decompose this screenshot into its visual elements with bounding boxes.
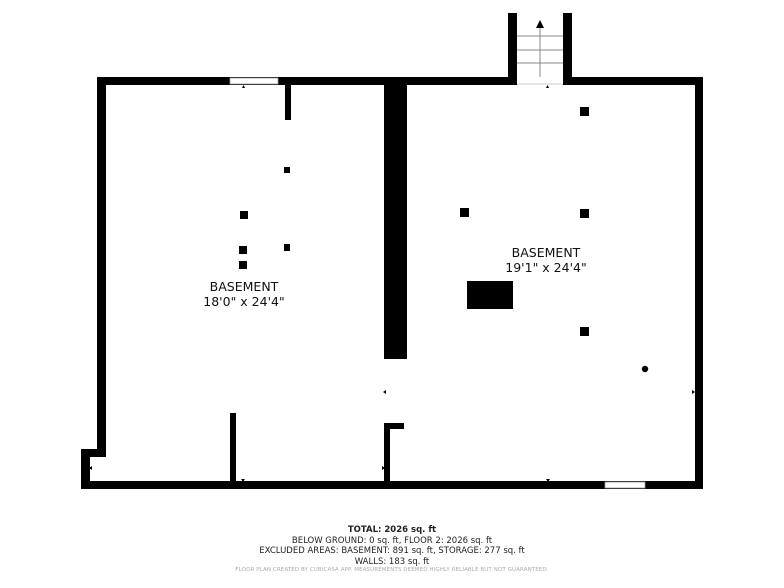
partition-bottom-left [230, 413, 236, 481]
walls [81, 13, 703, 489]
wall-right [695, 77, 703, 489]
stair-wall-right [563, 13, 572, 85]
room-name-right: BASEMENT [512, 245, 581, 260]
below-ground-area: BELOW GROUND: 0 sq. ft, FLOOR 2: 2026 sq… [291, 535, 493, 546]
stairs [517, 20, 563, 85]
total-area: TOTAL: 2026 sq. ft [347, 525, 437, 535]
disclaimer: FLOOR PLAN CREATED BY CUBICASA APP. MEAS… [235, 567, 549, 573]
central-column [384, 85, 407, 359]
wall-left-lower [81, 449, 90, 489]
area-summary: TOTAL: 2026 sq. ft BELOW GROUND: 0 sq. f… [0, 525, 784, 567]
window-bottom [604, 481, 646, 489]
room-dimensions-left: 18'0" x 24'4" [203, 294, 284, 309]
door-markers [89, 85, 695, 482]
walls-area: WALLS: 183 sq. ft [354, 556, 430, 567]
wall-top-right [563, 77, 703, 85]
stair-arrow-icon [536, 20, 544, 28]
furnace [467, 281, 513, 309]
excluded-areas: EXCLUDED AREAS: BASEMENT: 891 sq. ft, ST… [259, 546, 525, 556]
wall-bottom [81, 481, 703, 489]
windows [229, 77, 646, 489]
partition-bottom-mid [384, 423, 390, 481]
wall-top-left [97, 77, 517, 85]
floor-drain [641, 365, 649, 373]
partition-top [285, 85, 291, 120]
room-dimensions-right: 19'1" x 24'4" [505, 260, 586, 275]
columns [239, 107, 649, 373]
wall-left [97, 77, 106, 457]
partition-bottom-mid-cap [384, 423, 404, 429]
wall-left-step [81, 449, 106, 457]
window-top [229, 77, 279, 85]
room-name-left: BASEMENT [210, 279, 279, 294]
stair-wall-left [508, 13, 517, 85]
